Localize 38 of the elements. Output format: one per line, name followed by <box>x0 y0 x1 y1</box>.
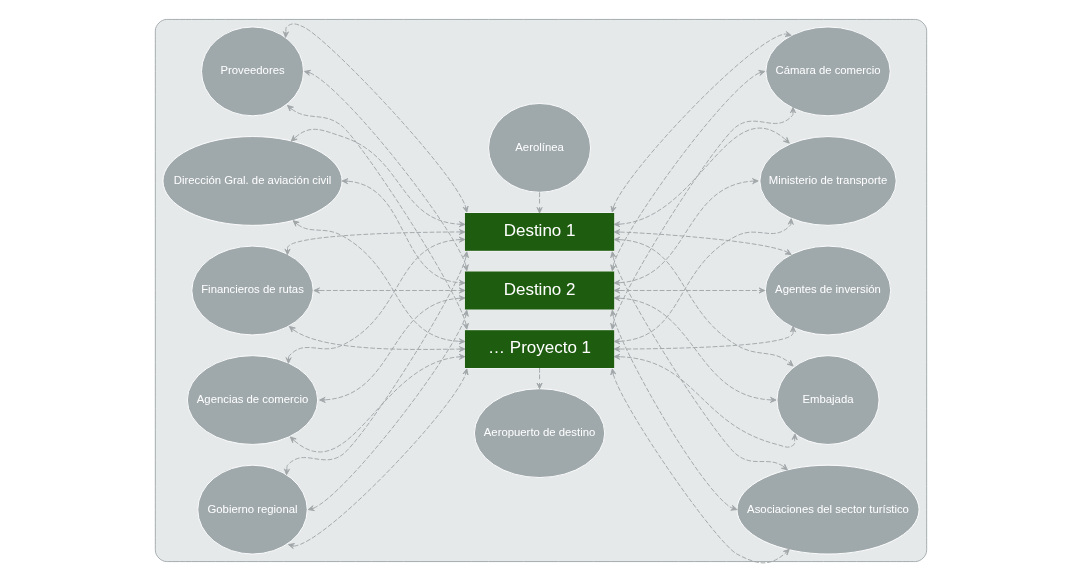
arrow <box>609 251 788 471</box>
node-ellipse: Proveedores <box>200 26 304 117</box>
arrow <box>609 309 737 511</box>
arrow <box>613 236 794 367</box>
arrow <box>613 178 759 286</box>
connector <box>538 367 540 380</box>
node-ellipse: Gobierno regional <box>196 464 308 555</box>
node-ellipse: Aeropuerto de destino <box>473 388 605 478</box>
arrow <box>307 309 469 512</box>
arrow <box>284 228 465 256</box>
arrow <box>613 325 796 353</box>
arrow <box>303 69 469 272</box>
arrow <box>312 287 465 294</box>
arrow <box>610 31 792 213</box>
arrow <box>341 178 465 286</box>
arrow <box>285 236 465 364</box>
arrow <box>283 251 469 476</box>
arrow <box>290 128 465 228</box>
node-text: Destino 2 <box>503 279 575 299</box>
node-ellipse: Aerolínea <box>487 103 591 193</box>
arrow <box>613 295 777 403</box>
arrow <box>613 287 765 294</box>
arrow <box>609 368 790 564</box>
arrow <box>613 218 794 345</box>
arrow <box>282 23 468 213</box>
arrow <box>289 353 465 453</box>
arrow <box>613 229 792 256</box>
arrow <box>287 368 468 549</box>
arrow <box>613 353 798 448</box>
arrow <box>609 69 765 272</box>
connector <box>538 191 540 204</box>
arrow <box>613 127 790 228</box>
arrow <box>286 104 469 330</box>
arrow <box>609 106 796 330</box>
arrow <box>318 295 465 403</box>
node-ellipse: Embajada <box>776 355 879 445</box>
arrow <box>292 220 465 345</box>
arrow <box>288 325 465 353</box>
